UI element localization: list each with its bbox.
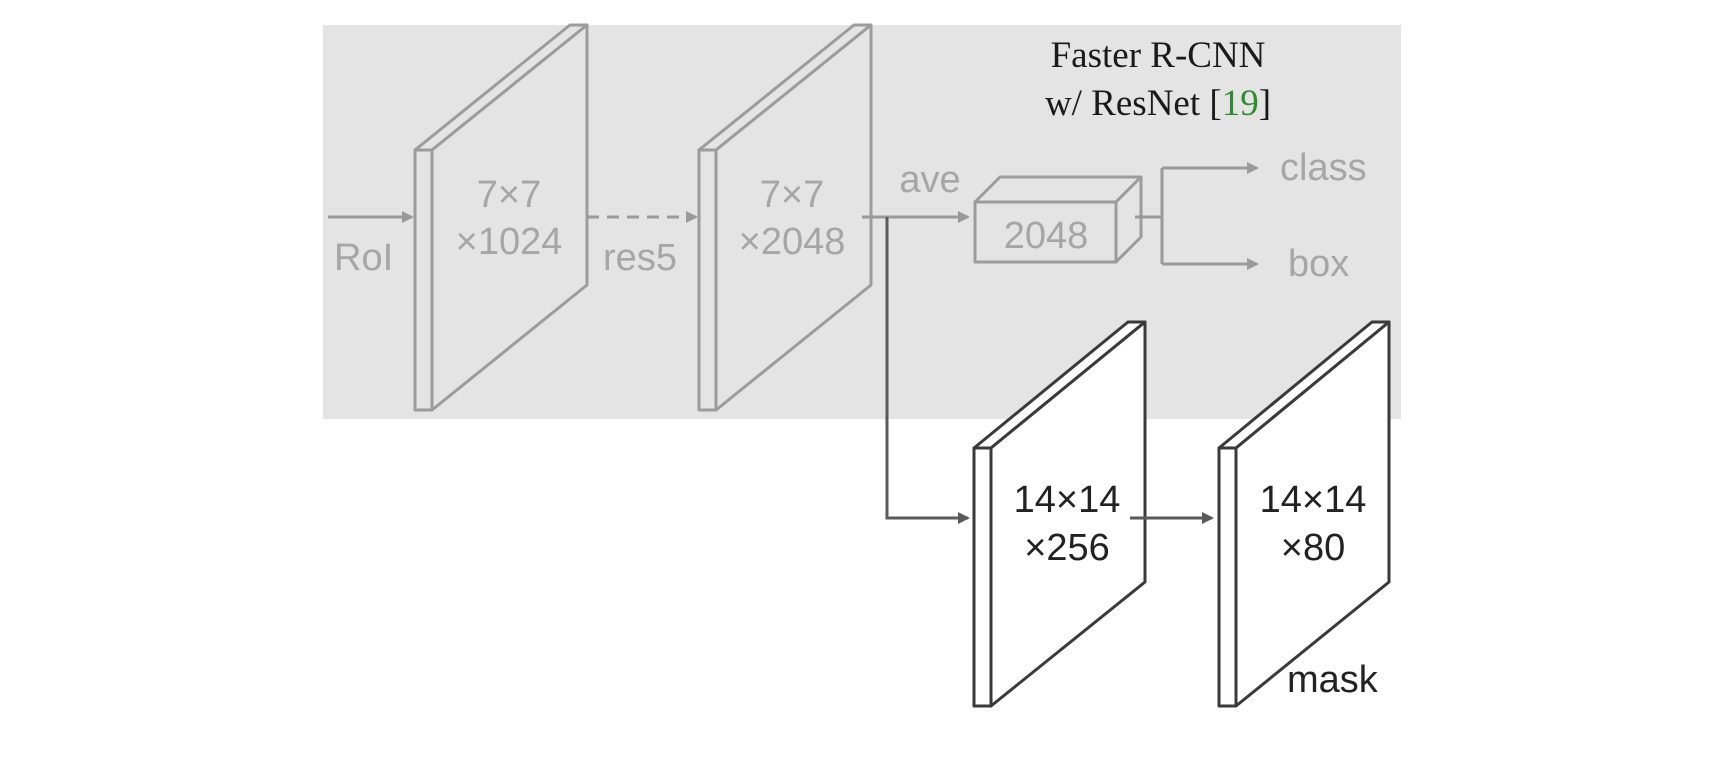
feature-map-7x7x1024-dims-line2: ×1024 [456, 221, 563, 263]
ave-pool-label: ave [899, 159, 960, 201]
feature-map-14x14x80-dims-line2: ×80 [1281, 527, 1345, 569]
fc-2048-label: 2048 [1004, 215, 1089, 257]
feature-map-7x7x2048 [697, 23, 873, 412]
mask-branch-arrow [885, 217, 970, 524]
res5-label: res5 [603, 237, 677, 279]
feature-map-14x14x80-dims-line1: 14×14 [1260, 479, 1367, 521]
class-output-label: class [1280, 147, 1367, 189]
box-output-label: box [1288, 243, 1349, 285]
feature-map-14x14x256 [972, 320, 1147, 708]
feature-map-14x14x80 [1217, 320, 1391, 708]
feature-map-7x7x2048-dims-line2: ×2048 [739, 221, 846, 263]
panel-title-line2: w/ ResNet [19] [1045, 83, 1271, 124]
feature-map-14x14x256-dims-line1: 14×14 [1014, 479, 1121, 521]
feature-map-7x7x1024 [413, 23, 589, 412]
fc-2048-box [973, 175, 1143, 264]
panel-title-line1: Faster R-CNN [1051, 35, 1266, 76]
feature-map-7x7x2048-dims-line1: 7×7 [760, 174, 824, 216]
feature-map-14x14x256-dims-line2: ×256 [1024, 527, 1110, 569]
citation-ref: 19 [1222, 83, 1259, 124]
roi-label: RoI [334, 237, 393, 279]
mask-output-label: mask [1287, 659, 1379, 701]
feature-map-7x7x1024-dims-line1: 7×7 [477, 174, 541, 216]
